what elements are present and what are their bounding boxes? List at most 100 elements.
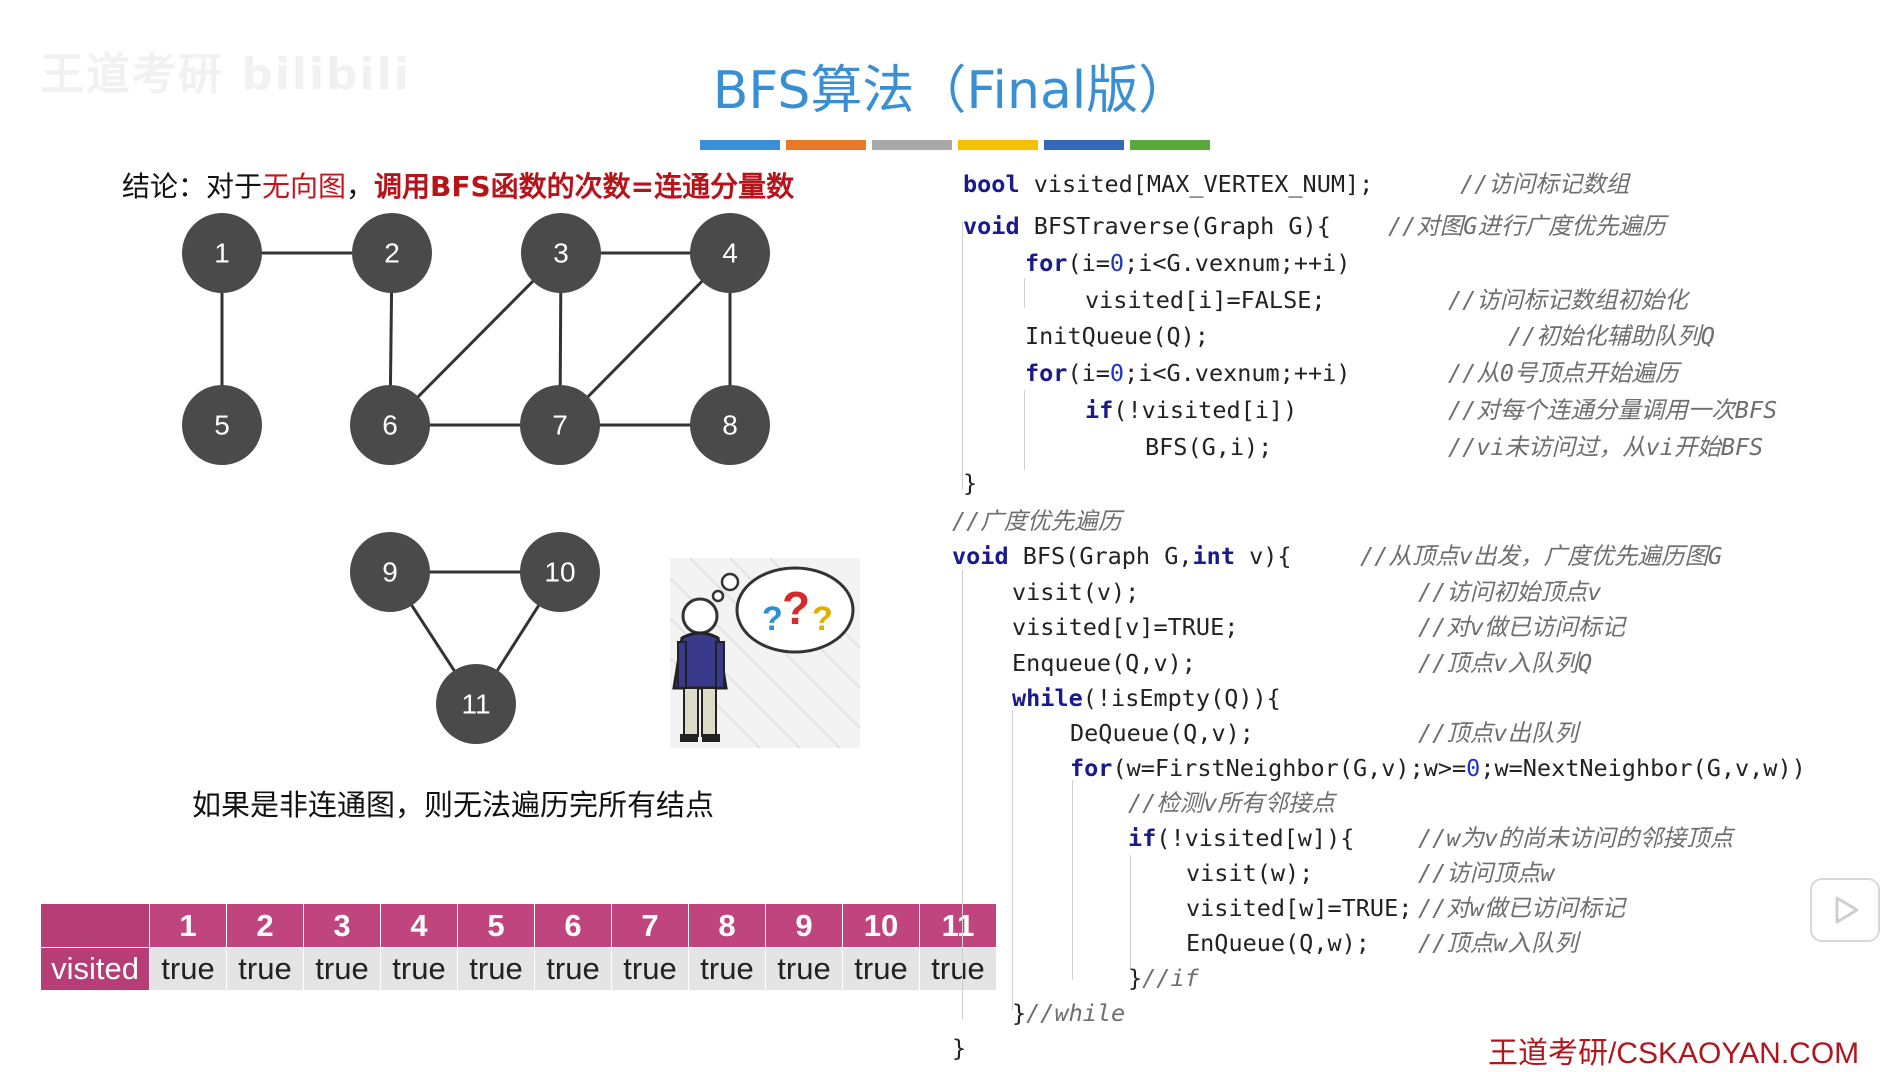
code-comment: //访问初始顶点v (1418, 578, 1602, 606)
graph-node: 4 (690, 213, 770, 293)
code-text: (!visited[w]){ (1156, 824, 1355, 852)
code-keyword: bool (963, 170, 1020, 198)
play-icon (1835, 896, 1859, 924)
code-comment: //从顶点v出发，广度优先遍历图G (1360, 542, 1723, 570)
visited-value-cell: true (611, 947, 689, 991)
slide-title: BFS算法（Final版） (712, 61, 1191, 121)
code-line: for(i=0;i<G.vexnum;++i) (1025, 246, 1350, 280)
visited-value-cell: true (842, 947, 920, 991)
visited-array-table: 1 2 3 4 5 6 7 8 9 10 11 visited true tru… (40, 903, 997, 991)
code-comment: //顶点v入队列Q (1418, 649, 1593, 677)
graph-node-label: 3 (553, 238, 569, 269)
visited-value-cell: true (226, 947, 304, 991)
conclusion-prefix: 结论：对于 (122, 170, 263, 203)
indent-guide (1012, 710, 1013, 1010)
code-line: for(w=FirstNeighbor(G,v);w>=0;w=NextNeig… (1070, 751, 1806, 785)
code-comment: //顶点w入队列 (1418, 929, 1578, 957)
code-comment: //vi未访问过，从vi开始BFS (1448, 433, 1764, 461)
code-keyword: int (1192, 542, 1235, 570)
color-bar-segment (872, 140, 952, 150)
graph-edges (220, 251, 732, 705)
code-line: bool visited[MAX_VERTEX_NUM]; (963, 167, 1373, 201)
indent-guide (1130, 855, 1131, 970)
code-line: InitQueue(Q); (1025, 322, 1209, 350)
code-keyword: for (1070, 754, 1113, 782)
color-bar-segment (786, 140, 866, 150)
color-bar-segment (1130, 140, 1210, 150)
vertex-index-cell: 6 (534, 903, 612, 948)
graph-node-label: 1 (214, 238, 230, 269)
graph-node-circle (690, 213, 770, 293)
indent-guide (962, 570, 963, 1020)
vertex-index-cell: 2 (226, 903, 304, 948)
vertex-index-cell: 4 (380, 903, 458, 948)
visited-values-row: visited true true true true true true tr… (40, 947, 997, 991)
code-comment: //访问顶点w (1418, 859, 1555, 887)
graph-node-label: 2 (384, 238, 400, 269)
code-line: visit(v); (1012, 578, 1140, 606)
code-comment: //广度优先遍历 (952, 507, 1122, 535)
graph-node-label: 10 (544, 557, 575, 588)
code-text: v){ (1234, 542, 1292, 570)
color-bar-segment (700, 140, 780, 150)
code-line: if(!visited[w]){ (1128, 821, 1354, 855)
code-text: (i= (1067, 249, 1110, 277)
graph-node: 11 (436, 664, 516, 744)
vertex-index-cell: 10 (842, 903, 920, 948)
svg-text:?: ? (762, 600, 783, 638)
vertex-index-cell: 3 (303, 903, 381, 948)
graph-node-label: 4 (722, 238, 738, 269)
code-line: visited[i]=FALSE; (1085, 286, 1326, 314)
play-button[interactable] (1810, 878, 1880, 942)
code-keyword: for (1025, 249, 1068, 277)
code-comment: //while (1026, 999, 1126, 1027)
graph-edge (388, 251, 563, 427)
visited-row-label: visited (40, 947, 150, 991)
graph-node: 10 (520, 532, 600, 612)
code-comment: //初始化辅助队列Q (1508, 322, 1715, 350)
code-line: Enqueue(Q,v); (1012, 649, 1196, 677)
vertex-index-cell: 8 (688, 903, 766, 948)
code-line: BFS(G,i); (1145, 433, 1273, 461)
code-text: ;w=NextNeighbor(G,v,w)) (1480, 754, 1806, 782)
code-text: BFSTraverse(Graph G){ (1019, 212, 1331, 240)
conclusion-text: 结论：对于无向图，调用BFS函数的次数=连通分量数 (122, 165, 794, 205)
code-text: ;i<G.vexnum;++i) (1124, 359, 1351, 387)
visited-value-cell: true (534, 947, 612, 991)
graph-node-circle (350, 385, 430, 465)
graph-node: 7 (520, 385, 600, 465)
code-text: (!visited[i]) (1113, 396, 1298, 424)
code-keyword: void (963, 212, 1020, 240)
code-text: (!isEmpty(Q)){ (1082, 684, 1281, 712)
indent-guide (1024, 278, 1025, 308)
graph-node-label: 11 (461, 689, 490, 720)
indent-guide (1072, 780, 1073, 980)
code-keyword: while (1012, 684, 1083, 712)
code-text: visited[MAX_VERTEX_NUM]; (1019, 170, 1374, 198)
graph-node: 8 (690, 385, 770, 465)
code-line: void BFSTraverse(Graph G){ (963, 209, 1331, 243)
code-keyword: void (952, 542, 1009, 570)
code-line: } (952, 1034, 967, 1062)
graph-node: 6 (350, 385, 430, 465)
graph-node-label: 8 (722, 410, 738, 441)
svg-text:?: ? (782, 582, 810, 634)
code-comment: //顶点v出队列 (1418, 719, 1578, 747)
code-comment: //对w做已访问标记 (1418, 894, 1625, 922)
code-line: }//if (1128, 961, 1199, 995)
code-line: visited[w]=TRUE; (1186, 894, 1413, 922)
code-text: (i= (1067, 359, 1110, 387)
graph-node-circle (436, 664, 516, 744)
code-number: 0 (1109, 249, 1125, 277)
code-comment: //对v做已访问标记 (1418, 613, 1625, 641)
code-text: (w=FirstNeighbor(G,v);w>= (1112, 754, 1467, 782)
code-text: BFS(Graph G, (1008, 542, 1193, 570)
indent-guide (1024, 390, 1025, 470)
table-corner-cell (40, 903, 150, 948)
code-comment: //对每个连通分量调用一次BFS (1448, 396, 1778, 424)
code-comment: //访问标记数组初始化 (1448, 286, 1688, 314)
vertex-index-cell: 9 (765, 903, 843, 948)
code-comment: //从0号顶点开始遍历 (1448, 359, 1679, 387)
visited-value-cell: true (919, 947, 997, 991)
